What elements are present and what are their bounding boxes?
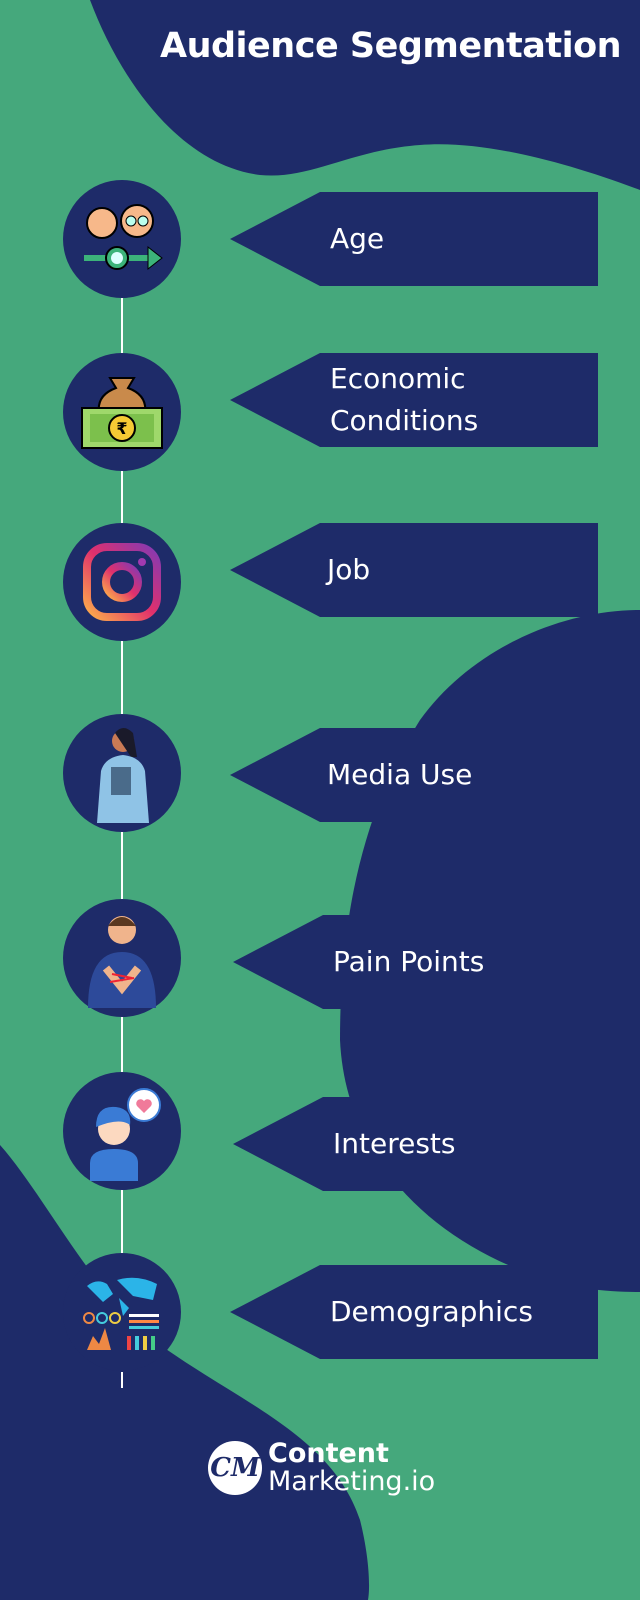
segment-media-use: Media Use [230, 728, 600, 822]
segment-label: Age [330, 222, 385, 255]
segment-label: Media Use [327, 758, 473, 791]
segment-label: Demographics [330, 1295, 533, 1328]
segment-interests: Interests [233, 1097, 603, 1191]
page-title: Audience Segmentation [160, 26, 622, 66]
logo-line1: Content [268, 1438, 389, 1469]
segment-label: Interests [333, 1127, 456, 1160]
segment-label: Job [327, 553, 371, 586]
economic-conditions-icon: ₹ [63, 353, 181, 471]
media-use-icon [63, 714, 181, 832]
svg-text:₹: ₹ [116, 419, 127, 438]
timeline-end [121, 1372, 123, 1388]
segment-label: Pain Points [333, 945, 485, 978]
segment-pain-points: Pain Points [233, 915, 603, 1009]
segment-age: Age [230, 192, 600, 286]
segment-demographics: Demographics [230, 1265, 600, 1359]
age-icon [63, 180, 181, 298]
logo-mark-icon: CM [208, 1441, 262, 1495]
demographics-icon [63, 1253, 181, 1371]
top-blob [90, 0, 640, 190]
segment-job: Job [230, 523, 600, 617]
segment-economic-conditions: Economic Conditions [230, 353, 600, 447]
interests-icon [63, 1072, 181, 1190]
logo-line2: Marketing.io [268, 1466, 436, 1497]
job-icon [63, 523, 181, 641]
bottom-left-blob [0, 1145, 370, 1600]
pain-points-icon [63, 899, 181, 1017]
segment-label: Economic Conditions [330, 362, 479, 437]
